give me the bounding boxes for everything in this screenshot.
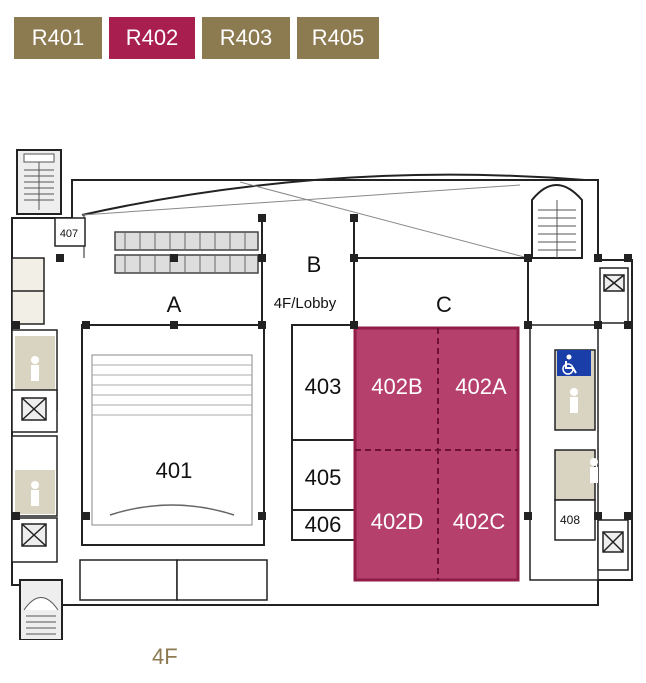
stairs-icon — [19, 579, 63, 640]
label-room-401: 401 — [156, 458, 193, 483]
label-area-a: A — [167, 292, 182, 317]
label-room-402d: 402D — [371, 509, 424, 534]
room-407 — [54, 217, 86, 247]
label-room-402c: 402C — [453, 509, 506, 534]
lower-service-rooms — [79, 559, 268, 601]
label-room-407: 407 — [60, 228, 78, 240]
label-lobby: 4F/Lobby — [274, 295, 337, 312]
tab-r402[interactable]: R402 — [109, 17, 195, 59]
restroom-icon — [570, 388, 578, 413]
accessible-restroom-icon — [557, 350, 591, 376]
label-area-c: C — [436, 292, 452, 317]
label-room-406: 406 — [305, 512, 342, 537]
structural-columns — [12, 214, 632, 520]
small-rooms — [291, 324, 356, 541]
lobby-walls — [261, 218, 529, 325]
label-room-402a: 402A — [455, 374, 507, 399]
stairs-icon — [16, 149, 62, 215]
label-area-b: B — [307, 252, 322, 277]
escalator-icon — [114, 231, 259, 274]
room-406 — [291, 509, 356, 541]
stairs-icon — [531, 184, 583, 259]
tab-r403[interactable]: R403 — [202, 17, 290, 59]
room-tabs: R401 R402 R403 R405 — [14, 17, 379, 59]
restroom-icon — [31, 356, 39, 381]
room-402-highlight[interactable] — [353, 326, 520, 582]
tab-r405[interactable]: R405 — [297, 17, 379, 59]
restroom-icon — [31, 481, 39, 506]
restroom-icon — [590, 458, 598, 483]
tab-r401[interactable]: R401 — [14, 17, 102, 59]
label-room-403: 403 — [305, 374, 342, 399]
right-service-core — [529, 267, 629, 581]
room-405 — [291, 439, 356, 511]
label-room-405: 405 — [305, 465, 342, 490]
label-room-408: 408 — [560, 513, 580, 527]
label-room-402b: 402B — [371, 374, 422, 399]
floor-label: 4F — [152, 644, 178, 669]
floor-plan-map: A B 4F/Lobby C 401 403 405 406 407 408 4… — [11, 149, 633, 640]
room-401 — [81, 324, 265, 546]
